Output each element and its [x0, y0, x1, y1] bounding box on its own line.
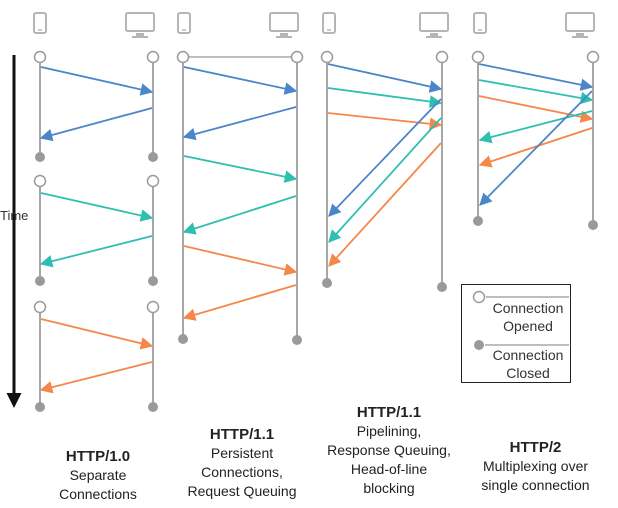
connection-opened-dot — [146, 50, 160, 64]
phone-icon — [473, 12, 487, 34]
caption-title: HTTP/2 — [509, 439, 562, 456]
panel-http10 — [33, 12, 160, 412]
response-arrow — [328, 98, 442, 217]
connection-closed-dot — [148, 152, 158, 162]
monitor-icon — [125, 12, 155, 38]
connection-opened-dot — [33, 174, 47, 188]
response-arrow — [182, 195, 297, 235]
connection-closed-dot — [35, 152, 45, 162]
phone-icon — [322, 12, 336, 34]
connection-closed-dot — [292, 335, 302, 345]
request-arrow — [183, 66, 298, 95]
legend-closed-label: Connection Closed — [492, 347, 564, 381]
request-arrow — [183, 155, 298, 183]
panel-http11-pipelining — [320, 12, 449, 292]
connection-opened-dot — [146, 300, 160, 314]
response-arrow — [182, 106, 297, 141]
request-arrow — [327, 87, 443, 108]
caption-http2: HTTP/2 Multiplexing over single connecti… — [468, 438, 603, 495]
response-arrow — [328, 142, 442, 267]
response-arrow — [478, 110, 593, 144]
request-arrow — [183, 245, 298, 276]
legend-closed-dot — [474, 340, 484, 350]
connection-opened-dot — [320, 50, 334, 64]
response-arrow — [182, 284, 297, 321]
request-arrow — [327, 63, 443, 93]
connection-opened-dot — [33, 50, 47, 64]
request-arrow — [40, 66, 154, 96]
response-arrow — [39, 235, 153, 268]
monitor-icon — [565, 12, 595, 38]
time-axis-label: Time — [0, 208, 29, 223]
connection-opened-dot — [471, 50, 485, 64]
panel-http2 — [471, 12, 600, 230]
response-arrow — [39, 361, 153, 394]
connection-opened-dot — [435, 50, 449, 64]
caption-title: HTTP/1.1 — [356, 404, 422, 421]
phone-icon — [33, 12, 47, 34]
request-arrow — [478, 63, 594, 91]
request-arrow — [478, 79, 594, 105]
connection-closed-dot — [588, 220, 598, 230]
legend-opened-dot — [472, 290, 486, 304]
connection-closed-dot — [322, 278, 332, 288]
connection-closed-dot — [148, 402, 158, 412]
phone-icon — [177, 12, 191, 34]
caption-title: HTTP/1.0 — [65, 448, 131, 465]
response-arrow — [479, 90, 593, 206]
response-arrow — [328, 117, 442, 243]
connection-opened-dot — [33, 300, 47, 314]
legend-box: Connection Opened Connection Closed — [461, 284, 571, 383]
request-arrow — [40, 318, 154, 350]
connection-opened-dot — [176, 50, 190, 64]
monitor-icon — [269, 12, 299, 38]
caption-title: HTTP/1.1 — [209, 426, 275, 443]
connection-closed-dot — [35, 276, 45, 286]
panel-http11-persistent — [176, 12, 304, 345]
legend-symbols — [472, 290, 569, 350]
response-arrow — [478, 127, 593, 168]
connection-closed-dot — [178, 334, 188, 344]
connection-closed-dot — [473, 216, 483, 226]
connection-opened-dot — [290, 50, 304, 64]
caption-http11-pipelining: HTTP/1.1 Pipelining, Response Queuing, H… — [314, 403, 464, 498]
legend-opened-label: Connection Opened — [492, 300, 564, 334]
response-arrow — [39, 107, 153, 142]
connection-opened-dot — [146, 174, 160, 188]
connection-closed-dot — [437, 282, 447, 292]
request-arrow — [327, 112, 443, 131]
monitor-icon — [419, 12, 449, 38]
caption-http10: HTTP/1.0 Separate Connections — [38, 447, 158, 504]
connection-opened-dot — [586, 50, 600, 64]
request-arrow — [40, 192, 154, 222]
connection-closed-dot — [148, 276, 158, 286]
connection-closed-dot — [35, 402, 45, 412]
caption-http11-persistent: HTTP/1.1 Persistent Connections, Request… — [172, 425, 312, 501]
